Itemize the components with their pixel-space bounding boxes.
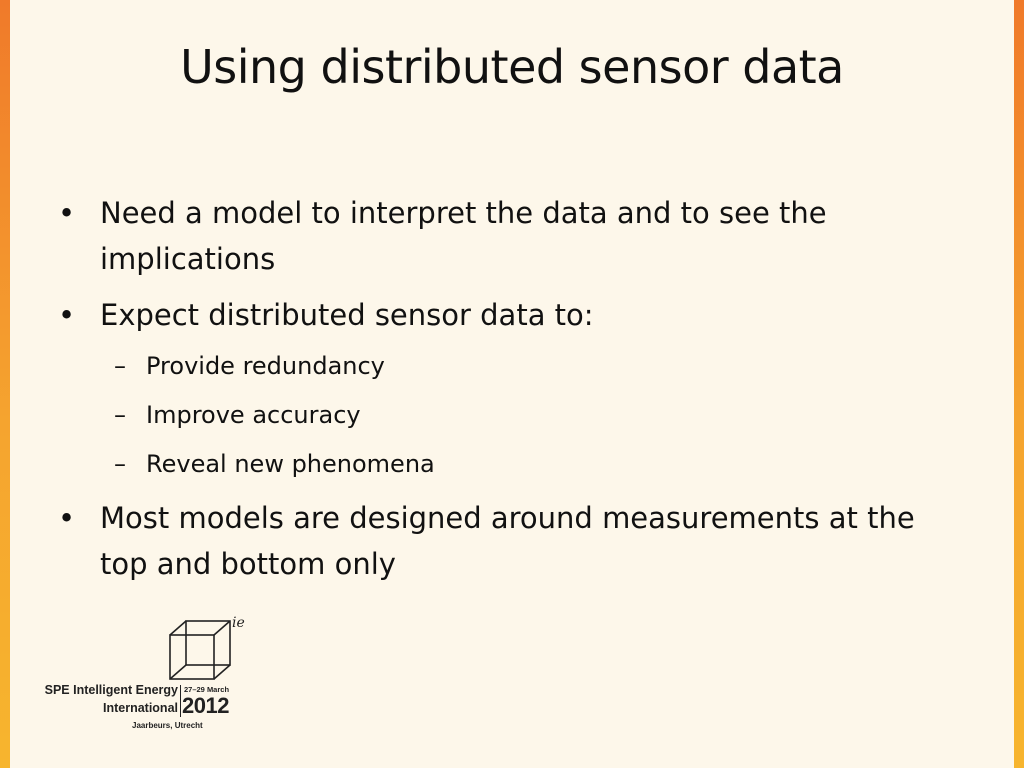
logo-divider [180, 685, 181, 717]
bullet-marker: • [58, 501, 76, 535]
bullet-list: • Need a model to interpret the data and… [58, 190, 958, 597]
sub-bullet-text: Improve accuracy [146, 401, 361, 429]
sub-bullet-item: – Reveal new phenomena [58, 446, 958, 482]
left-accent-bar [0, 0, 10, 768]
right-accent-bar [1014, 0, 1024, 768]
bullet-text: Expect distributed sensor data to: [100, 298, 594, 332]
bullet-text: Need a model to interpret the data and t… [100, 196, 827, 276]
logo-year: 2012 [182, 693, 229, 718]
slide-title: Using distributed sensor data [180, 40, 844, 94]
bullet-item: • Expect distributed sensor data to: [58, 292, 958, 338]
sub-bullet-marker: – [114, 450, 126, 478]
conference-logo: ie SPE Intelligent Energy International … [28, 615, 248, 735]
logo-dates: 27–29 March [184, 685, 230, 694]
logo-name-line2: International [102, 701, 178, 715]
sub-bullet-text: Provide redundancy [146, 352, 385, 380]
bullet-item: • Most models are designed around measur… [58, 495, 958, 587]
sub-bullet-item: – Improve accuracy [58, 397, 958, 433]
logo-venue: Jaarbeurs, Utrecht [132, 721, 203, 730]
logo-superscript: ie [232, 615, 245, 631]
sub-bullet-text: Reveal new phenomena [146, 450, 435, 478]
bullet-marker: • [58, 196, 76, 230]
bullet-text: Most models are designed around measurem… [100, 501, 915, 581]
bullet-marker: • [58, 298, 76, 332]
logo-name-line1: SPE Intelligent Energy [44, 683, 178, 697]
sub-bullet-marker: – [114, 352, 126, 380]
sub-bullet-marker: – [114, 401, 126, 429]
bullet-item: • Need a model to interpret the data and… [58, 190, 958, 282]
sub-bullet-item: – Provide redundancy [58, 348, 958, 384]
cube-icon [169, 620, 231, 680]
